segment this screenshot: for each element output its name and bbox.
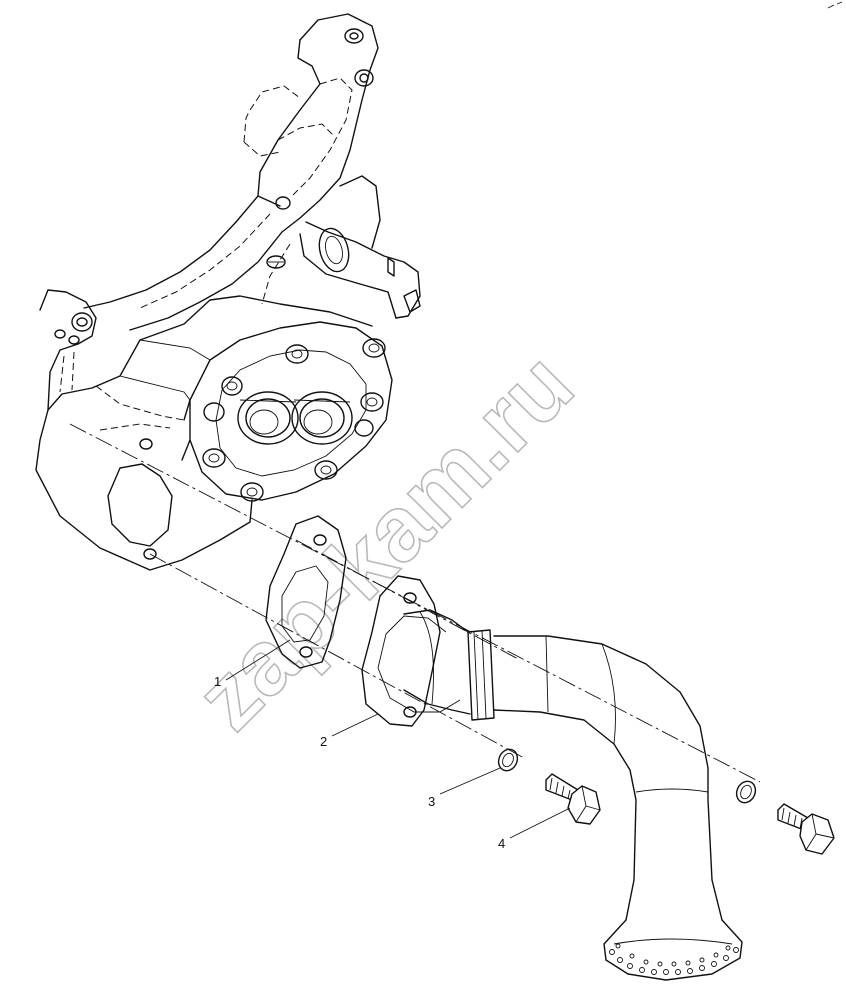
elbow-pipe-part[interactable]	[361, 575, 743, 981]
corner-mark	[827, 1, 843, 9]
callout-label-3: 3	[428, 794, 435, 809]
center-line-lower	[149, 553, 525, 759]
cover-bolts	[202, 338, 386, 502]
callout-2: 2	[320, 713, 379, 749]
strainer-holes	[609, 943, 739, 975]
watermark: zap-kam.ru	[177, 334, 593, 750]
pump-housing	[35, 13, 421, 571]
callout-4: 4	[498, 807, 571, 851]
callout-3: 3	[428, 767, 501, 809]
callout-label-2: 2	[320, 734, 327, 749]
callout-label-1: 1	[214, 674, 221, 689]
gear-bores	[237, 391, 353, 445]
bolt-part-right[interactable]	[777, 803, 835, 855]
washer-part[interactable]	[495, 746, 759, 806]
center-line-upper	[69, 423, 761, 783]
callout-label-4: 4	[498, 836, 505, 851]
callout-1: 1	[214, 639, 291, 689]
gasket-part[interactable]	[265, 515, 347, 669]
bolt-part[interactable]	[545, 773, 601, 825]
